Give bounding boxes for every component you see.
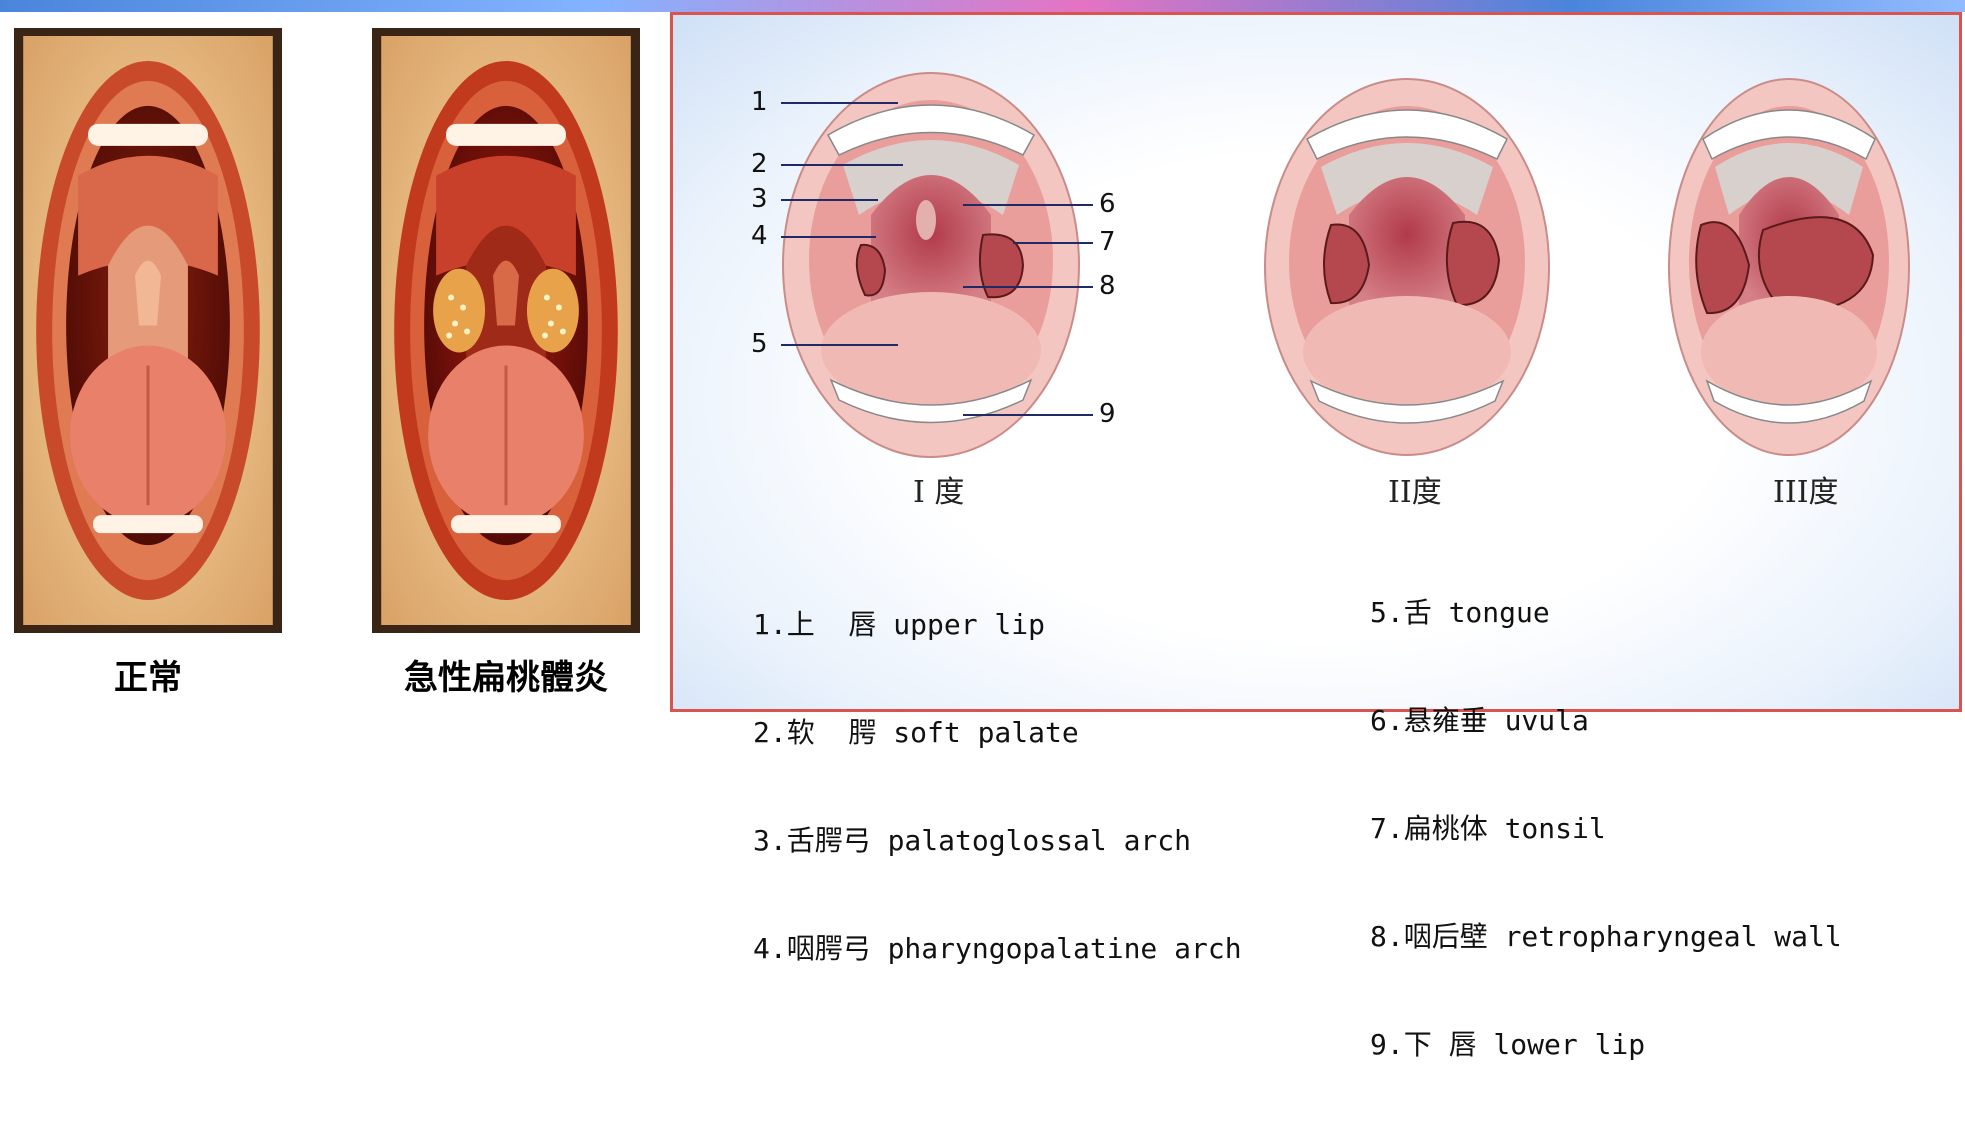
mouth-grade-2 [1265,79,1549,455]
legend-item-7: 7.扁桃体 tonsil [1370,811,1842,847]
legend-item-9: 9.下 唇 lower lip [1370,1027,1842,1063]
callout-4: 4 [751,221,768,251]
top-banner-strip [0,0,1965,12]
callout-7: 7 [1099,227,1116,257]
legend-item-4: 4.咽腭弓 pharyngopalatine arch [753,931,1242,967]
callout-5: 5 [751,329,768,359]
mouth-grade-3 [1669,79,1909,455]
callout-1: 1 [751,87,768,117]
callout-9: 9 [1099,399,1116,429]
callout-3: 3 [751,184,768,214]
tonsil-grading-panel: 1 2 3 4 5 6 7 8 9 I 度 II度 III度 1.上 唇 upp… [670,12,1962,712]
legend-right: 5.舌 tongue 6.悬雍垂 uvula 7.扁桃体 tonsil 8.咽后… [1370,523,1842,1135]
normal-throat-illustration [22,36,274,625]
callout-6: 6 [1099,189,1116,219]
mouth-grade-1 [783,73,1079,457]
grade-label-2: II度 [1388,467,1442,511]
caption-acute-tonsillitis: 急性扁桃體炎 [372,650,640,699]
grade-label-1: I 度 [913,467,964,511]
grade-label-3: III度 [1773,467,1839,511]
legend-item-1: 1.上 唇 upper lip [753,607,1242,643]
caption-normal: 正常 [14,650,282,699]
callout-8: 8 [1099,271,1116,301]
callout-2: 2 [751,149,768,179]
legend-item-2: 2.软 腭 soft palate [753,715,1242,751]
legend-left: 1.上 唇 upper lip 2.软 腭 soft palate 3.舌腭弓 … [753,535,1242,1039]
normal-throat-image [14,28,282,633]
legend-item-8: 8.咽后壁 retropharyngeal wall [1370,919,1842,955]
legend-item-5: 5.舌 tongue [1370,595,1842,631]
legend-item-3: 3.舌腭弓 palatoglossal arch [753,823,1242,859]
legend-item-6: 6.悬雍垂 uvula [1370,703,1842,739]
acute-tonsillitis-illustration [380,36,632,625]
acute-tonsillitis-image [372,28,640,633]
